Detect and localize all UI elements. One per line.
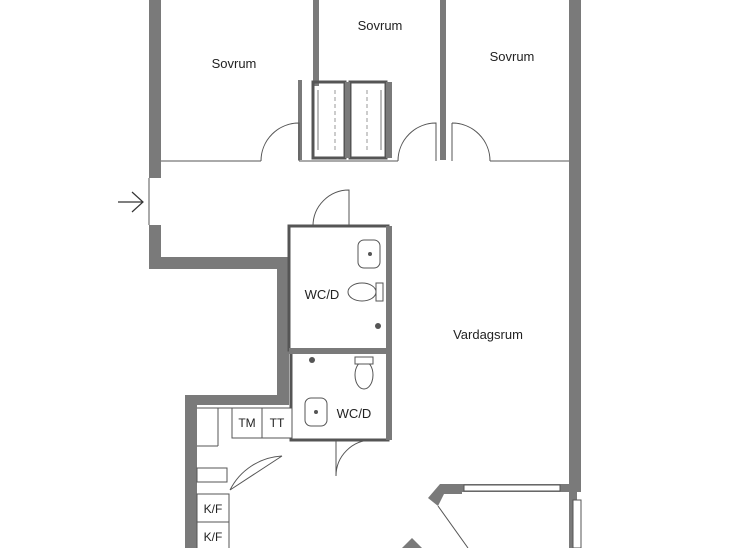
- door-wc-2: [335, 439, 373, 477]
- wall-left-upper: [149, 0, 161, 178]
- kitchen: [196, 407, 293, 548]
- door-bedroom-1: [260, 122, 300, 162]
- label-tumble-dryer: TT: [270, 416, 285, 430]
- toilet-icon: [347, 282, 377, 302]
- room-label-bedroom-1: Sovrum: [212, 56, 257, 71]
- closet-divider: [345, 82, 350, 158]
- toilet-tank: [375, 282, 384, 302]
- closet-right-wall: [386, 82, 392, 158]
- walls: [149, 0, 581, 548]
- divider-bedroom1-bedroom2: [313, 0, 319, 86]
- room-label-wc-2: WC/D: [337, 406, 372, 421]
- wall-kitchen-left: [185, 395, 197, 548]
- wall-angled-stub: [402, 538, 422, 548]
- wall-right: [569, 0, 581, 490]
- divider-bedroom2-bedroom3: [440, 0, 446, 160]
- door-living-bottom: [437, 505, 469, 548]
- window-living-bottom: [463, 484, 561, 492]
- window-living-right: [572, 499, 582, 548]
- door-kitchen: [229, 455, 283, 491]
- label-fridge-freezer-2: K/F: [204, 530, 223, 544]
- shower-icon-2: [309, 357, 315, 363]
- label-washing-machine: TM: [238, 416, 255, 430]
- toilet-icon-2: [354, 360, 374, 390]
- door-wc-1: [312, 189, 350, 227]
- room-label-wc-1: WC/D: [305, 287, 340, 302]
- room-label-bedroom-3: Sovrum: [490, 49, 535, 64]
- tumble-dryer: [261, 407, 293, 439]
- shower-icon: [375, 323, 381, 329]
- room-label-bedroom-2: Sovrum: [358, 18, 403, 33]
- door-bedroom-3: [451, 122, 491, 162]
- wc-right-wall: [386, 226, 392, 440]
- wc-divider: [289, 348, 389, 354]
- door-bedroom-2: [397, 122, 437, 162]
- sink-drain: [368, 252, 372, 256]
- entrance-arrow-icon: [118, 178, 150, 225]
- wall-hall-lower-left: [277, 257, 289, 397]
- divider-bedroom1-closet: [298, 80, 302, 160]
- room-label-living-room: Vardagsrum: [453, 327, 523, 342]
- fridge-freezer-1: [196, 493, 230, 523]
- wall-kitchen-top: [185, 395, 289, 405]
- label-fridge-freezer-1: K/F: [204, 502, 223, 516]
- wall-angled-bottom: [428, 484, 462, 506]
- fridge-freezer-2: [196, 521, 230, 548]
- wc-2-walls: [289, 350, 390, 442]
- toilet-tank-2: [354, 356, 374, 365]
- kitchen-shelf: [196, 467, 228, 483]
- interior-walls: [161, 0, 569, 162]
- wc-rooms: [287, 224, 392, 442]
- wall-hall-bottom: [149, 257, 289, 269]
- sink-drain-2: [314, 410, 318, 414]
- windows: [463, 484, 582, 548]
